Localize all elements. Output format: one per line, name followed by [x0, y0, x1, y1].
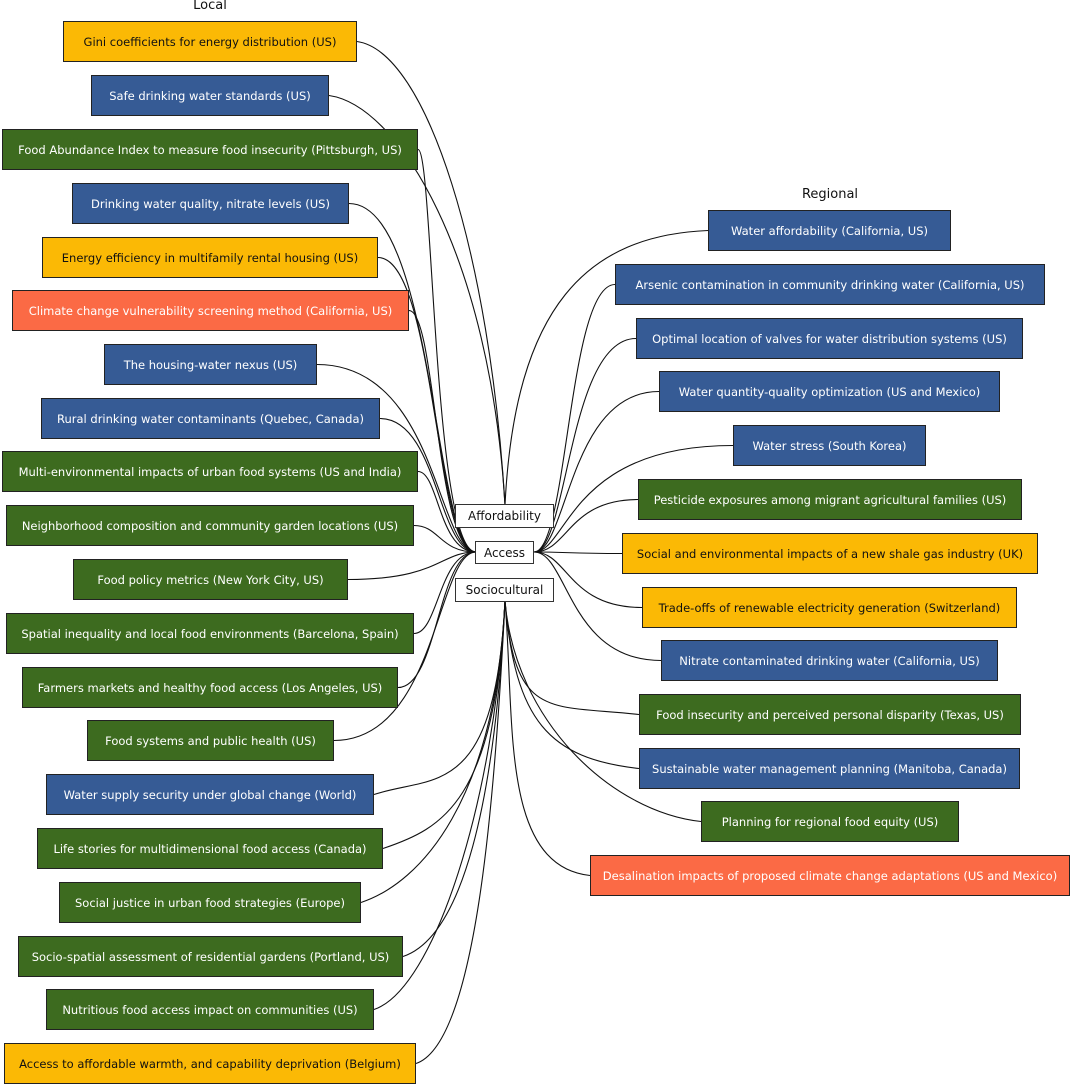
regional-item-box: Water stress (South Korea) [733, 425, 926, 466]
local-connector [333, 551, 477, 742]
local-connector [377, 256, 477, 553]
local-connector [397, 551, 477, 689]
local-item-box: Safe drinking water standards (US) [91, 75, 329, 116]
regional-item-box: Arsenic contamination in community drink… [615, 264, 1045, 305]
local-item-box: Gini coefficients for energy distributio… [63, 21, 357, 62]
regional-connector [533, 390, 660, 553]
local-connector [360, 600, 506, 904]
regional-connector [504, 600, 640, 770]
regional-connector [504, 229, 709, 506]
local-item-box: Life stories for multidimensional food a… [37, 828, 383, 869]
regional-connector [533, 551, 643, 609]
regional-connector [533, 444, 734, 553]
regional-heading: Regional [801, 187, 859, 202]
local-item-box: Farmers markets and healthy food access … [22, 667, 398, 708]
regional-item-box: Water affordability (California, US) [708, 210, 951, 251]
local-item-box: Neighborhood composition and community g… [6, 505, 414, 546]
regional-connector [533, 283, 616, 553]
regional-connector [533, 551, 623, 555]
regional-item-box: Desalination impacts of proposed climate… [590, 855, 1070, 896]
regional-connector [533, 337, 637, 553]
local-item-box: Rural drinking water contaminants (Quebe… [41, 398, 380, 439]
local-connector [356, 40, 506, 506]
local-heading: Local [193, 0, 227, 13]
local-item-box: Multi-environmental impacts of urban foo… [2, 451, 418, 492]
local-item-box: Food policy metrics (New York City, US) [73, 559, 348, 600]
local-item-box: Energy efficiency in multifamily rental … [42, 237, 378, 278]
local-connector [413, 524, 477, 553]
regional-connector [504, 600, 591, 877]
regional-item-box: Sustainable water management planning (M… [639, 748, 1020, 789]
regional-item-box: Optimal location of valves for water dis… [636, 318, 1023, 359]
local-connector [408, 309, 477, 553]
local-item-box: The housing-water nexus (US) [104, 344, 317, 385]
regional-item-box: Pesticide exposures among migrant agricu… [638, 479, 1022, 520]
regional-connector [504, 600, 702, 823]
regional-item-box: Food insecurity and perceived personal d… [639, 694, 1021, 735]
local-connector [417, 470, 477, 553]
local-item-box: Access to affordable warmth, and capabil… [4, 1043, 416, 1084]
hub-sociocultural: Sociocultural [455, 578, 554, 602]
regional-item-box: Social and environmental impacts of a ne… [622, 533, 1038, 574]
local-connector [328, 94, 506, 506]
local-item-box: Water supply security under global chang… [46, 774, 374, 815]
local-connector [417, 148, 477, 553]
local-item-box: Spatial inequality and local food enviro… [6, 613, 414, 654]
local-connector [415, 600, 506, 1065]
local-connector [347, 551, 477, 581]
local-item-box: Socio-spatial assessment of residential … [18, 936, 403, 977]
local-item-box: Climate change vulnerability screening m… [12, 290, 409, 331]
hub-affordability: Affordability [455, 504, 554, 528]
regional-item-box: Nitrate contaminated drinking water (Cal… [661, 640, 998, 681]
hub-access: Access [475, 541, 534, 564]
local-item-box: Nutritious food access impact on communi… [46, 989, 374, 1030]
local-connector [316, 363, 477, 553]
regional-connector [533, 551, 662, 662]
local-item-box: Social justice in urban food strategies … [59, 882, 361, 923]
regional-item-box: Trade-offs of renewable electricity gene… [642, 587, 1017, 628]
local-item-box: Food Abundance Index to measure food ins… [2, 129, 418, 170]
local-item-box: Food systems and public health (US) [87, 720, 334, 761]
local-connector [402, 600, 506, 958]
local-connector [379, 417, 477, 553]
local-item-box: Drinking water quality, nitrate levels (… [72, 183, 349, 224]
regional-connector [533, 498, 639, 553]
local-connector [373, 600, 506, 1011]
regional-item-box: Water quantity-quality optimization (US … [659, 371, 1000, 412]
regional-item-box: Planning for regional food equity (US) [701, 801, 959, 842]
local-connector [413, 551, 477, 635]
